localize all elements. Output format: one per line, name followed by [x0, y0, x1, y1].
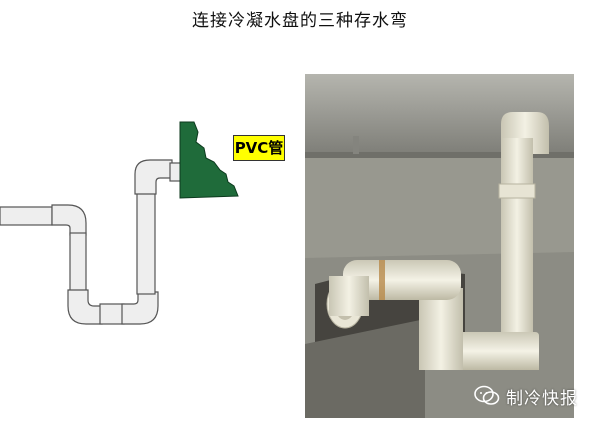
trap-diagram: [0, 121, 239, 325]
right-riser: [136, 191, 156, 295]
drain-pan: [179, 121, 239, 199]
inlet-pipe: [0, 206, 53, 226]
bottom-left-elbow: [67, 289, 103, 325]
elbow-joint: [51, 204, 87, 236]
page-title: 连接冷凝水盘的三种存水弯: [192, 11, 408, 31]
bottom-pipe: [99, 303, 125, 325]
left-riser: [69, 232, 87, 294]
trap-photo: [305, 74, 574, 418]
watermark-text: 制冷快报: [506, 388, 578, 409]
wechat-icon: [474, 385, 500, 405]
top-elbow: [134, 159, 173, 195]
watermark: 制冷快报: [474, 382, 578, 410]
bottom-right-elbow: [121, 291, 159, 325]
pvc-pipe-label: PVC管: [233, 135, 285, 161]
